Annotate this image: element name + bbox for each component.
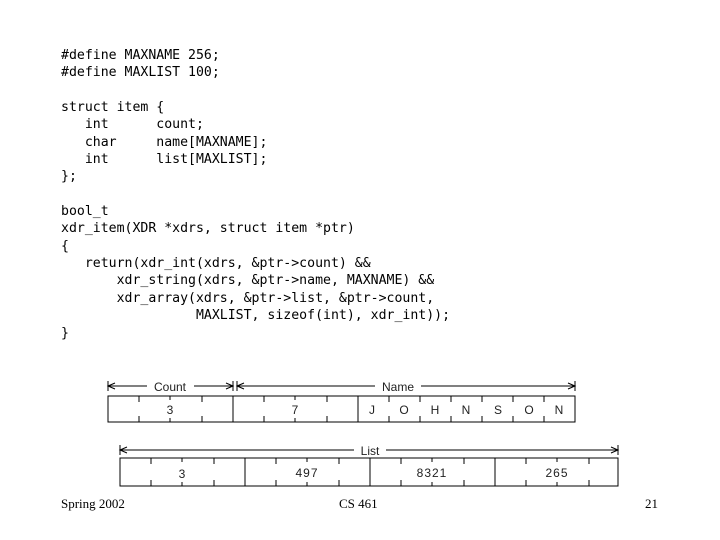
row2-dividers [244,458,496,486]
struct-block: struct item { int count; char name[MAXNA… [61,99,268,185]
footer-left: Spring 2002 [61,496,125,511]
name-char: O [524,403,533,417]
name-char: O [399,403,408,417]
list-count-value: 3 [179,467,186,481]
count-label: Count [154,380,187,394]
name-char: J [369,403,375,417]
name-char: S [494,403,502,417]
row1-dividers [232,396,359,422]
count-bracket [106,381,235,391]
name-length-value: 7 [292,403,299,417]
list-element-value: 497 [295,466,318,480]
define-block: #define MAXNAME 256; #define MAXLIST 100… [61,48,220,81]
name-char: N [555,403,564,417]
list-bracket [118,445,620,455]
slide-number: 21 [645,496,658,511]
name-bracket [235,381,577,391]
row1-dashes [138,396,545,422]
code-listing: #define MAXNAME 256; #define MAXLIST 100… [61,47,450,342]
name-char: N [462,403,471,417]
name-char: H [431,403,440,417]
xdr-list-encoding-box [119,457,619,487]
name-label: Name [382,380,414,394]
list-label: List [361,444,380,458]
function-block: bool_t xdr_item(XDR *xdrs, struct item *… [61,203,451,341]
row2-dashes [150,458,590,486]
list-element-value: 265 [545,466,568,480]
count-value: 3 [167,403,174,417]
xdr-item-encoding-box [107,395,576,423]
list-element-value: 8321 [417,466,448,480]
footer-center: CS 461 [339,496,378,511]
